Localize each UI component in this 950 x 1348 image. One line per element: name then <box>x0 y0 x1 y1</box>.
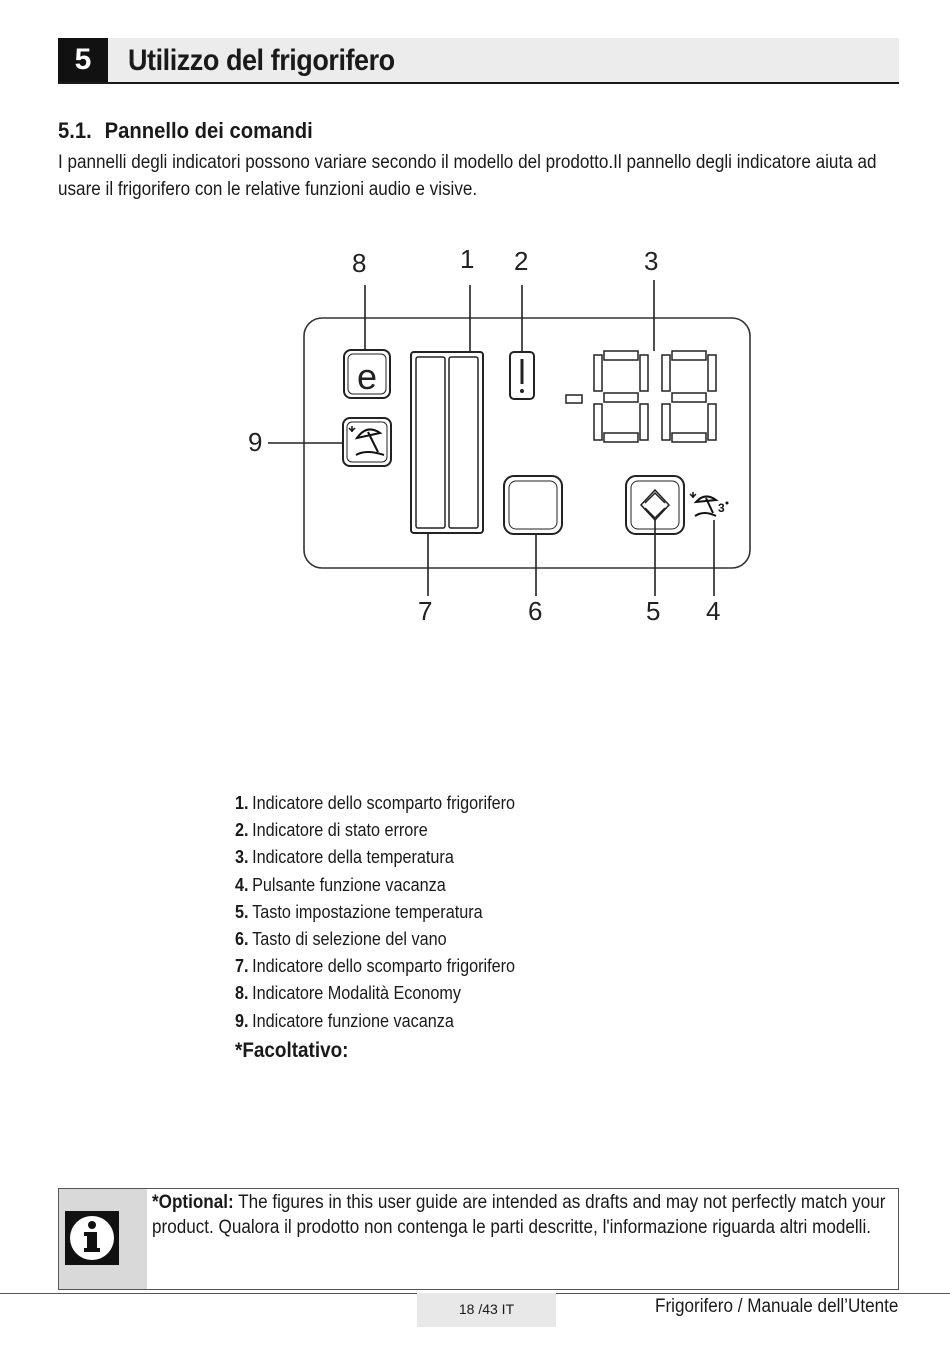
holiday-umbrella-icon <box>342 417 392 467</box>
callout-2: 2 <box>514 246 528 276</box>
legend-number: 8. <box>235 983 249 1004</box>
callout-7: 7 <box>418 596 432 626</box>
svg-text:3: 3 <box>718 501 725 515</box>
control-panel-diagram: e <box>248 244 751 626</box>
callout-9: 9 <box>248 427 262 457</box>
legend-number: 6. <box>235 929 249 950</box>
legend-item: 3.Indicatore della temperatura <box>235 844 515 871</box>
legend-number: 1. <box>235 793 249 813</box>
note-body: The figures in this user guide are inten… <box>152 1192 886 1238</box>
svg-text:e: e <box>357 356 377 397</box>
legend-number: 7. <box>235 956 249 977</box>
legend-text: Tasto di selezione del vano <box>252 929 447 950</box>
legend-text: Indicatore dello scomparto frigorifero <box>252 956 516 977</box>
note-box: *Optional: The figures in this user guid… <box>58 1188 899 1290</box>
legend-text: Indicatore Modalità Economy <box>252 983 462 1004</box>
legend-list: 1.Indicatore dello scomparto frigorifero… <box>235 790 515 1064</box>
note-text: *Optional: The figures in this user guid… <box>152 1190 890 1240</box>
legend-text: Indicatore della temperatura <box>252 847 454 868</box>
legend-number: 9. <box>235 1010 249 1031</box>
temperature-digit-2 <box>661 350 717 443</box>
legend-text: Indicatore funzione vacanza <box>252 1010 454 1031</box>
legend-item: 5.Tasto impostazione temperatura <box>235 899 515 926</box>
subsection-title-text: Pannello dei comandi <box>104 118 313 143</box>
callout-8: 8 <box>352 248 366 278</box>
legend-text: Indicatore dello scomparto frigorifero <box>252 793 516 813</box>
note-bold-label: *Optional: <box>152 1192 234 1213</box>
legend-item: 7.Indicatore dello scomparto frigorifero <box>235 953 515 980</box>
legend-item: 2.Indicatore di stato errore <box>235 817 515 844</box>
holiday-3s-icon: 3 <box>689 492 729 517</box>
legend-item: 8.Indicatore Modalità Economy <box>235 980 515 1007</box>
legend-text: Tasto impostazione temperatura <box>252 901 483 922</box>
intro-paragraph: I pannelli degli indicatori possono vari… <box>58 152 877 200</box>
leader-lines <box>268 280 715 596</box>
info-icon <box>65 1211 119 1265</box>
optional-label: *Facoltativo: <box>235 1038 349 1062</box>
legend-number: 4. <box>235 874 249 895</box>
legend-number: 2. <box>235 820 249 841</box>
compartment-indicator <box>410 351 484 534</box>
subsection-title: 5.1. Pannello dei comandi <box>58 118 313 144</box>
note-icon-panel <box>59 1189 147 1289</box>
legend-text: Indicatore di stato errore <box>252 820 428 841</box>
error-exclamation-icon <box>509 351 535 400</box>
page-number: 18 /43 IT <box>417 1293 556 1327</box>
legend-item: 4.Pulsante funzione vacanza <box>235 872 515 899</box>
legend-item: 9.Indicatore funzione vacanza <box>235 1008 515 1035</box>
section-header: 5 Utilizzo del frigorifero <box>58 38 899 84</box>
legend-text: Pulsante funzione vacanza <box>252 874 446 895</box>
callout-5: 5 <box>646 596 660 626</box>
callout-4: 4 <box>706 596 720 626</box>
section-title: Utilizzo del frigorifero <box>128 44 395 77</box>
callout-6: 6 <box>528 596 542 626</box>
legend-item: 1.Indicatore dello scomparto frigorifero <box>235 790 515 817</box>
legend-number: 3. <box>235 847 249 868</box>
subsection-number: 5.1. <box>58 118 92 143</box>
compartment-select-button <box>503 475 563 535</box>
callout-3: 3 <box>644 246 658 276</box>
temperature-minus-segment <box>565 394 583 404</box>
economy-e-icon: e <box>343 349 391 399</box>
legend-item: 6.Tasto di selezione del vano <box>235 926 515 953</box>
callout-1: 1 <box>460 244 474 274</box>
footer-title: Frigorifero / Manuale dell’Utente <box>654 1296 898 1317</box>
legend-number: 5. <box>235 901 249 922</box>
temperature-digit-1 <box>593 350 649 443</box>
section-number: 5 <box>58 38 108 82</box>
